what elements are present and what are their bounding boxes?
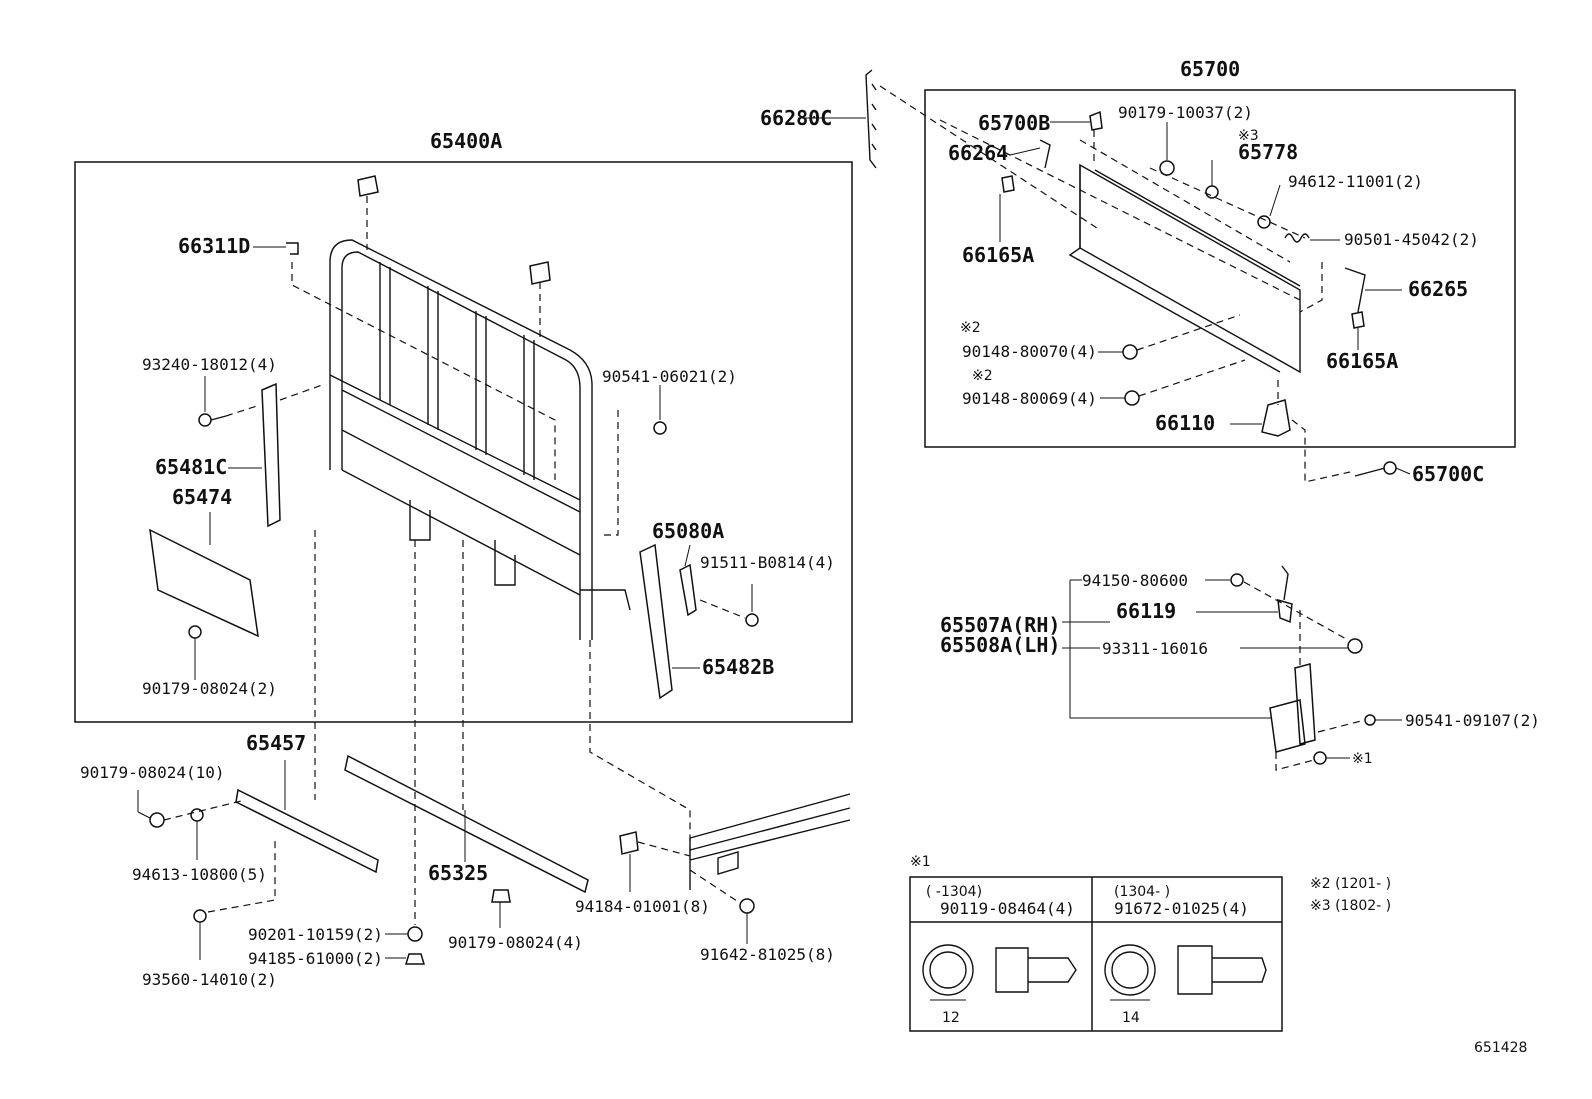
label-65700C: 65700C (1412, 462, 1484, 486)
clip-65700B (1089, 110, 1103, 131)
label-65700: 65700 (1180, 57, 1240, 81)
rail-65457 (235, 788, 379, 874)
header-frame-drawing (291, 175, 631, 640)
label-90179-10037: 90179-10037(2) (1118, 103, 1253, 122)
bolt-93240-18012 (198, 376, 261, 427)
bolt-table (909, 876, 1283, 1032)
label-65481C: 65481C (155, 455, 227, 479)
bracket-65481C (261, 382, 281, 528)
label-90179-08024-10: 90179-08024(10) (80, 763, 225, 782)
washer-94612-11001 (1257, 215, 1271, 229)
table-left-size: 12 (942, 1010, 960, 1026)
label-66264: 66264 (948, 141, 1008, 165)
label-93311-16016: 93311-16016 (1102, 639, 1208, 658)
note-ref-3: ※3 (1238, 128, 1259, 144)
bolt-ref-1 (1313, 751, 1327, 765)
label-66165A-left: 66165A (962, 243, 1034, 267)
chassis-rails (689, 793, 851, 890)
label-66110: 66110 (1155, 411, 1215, 435)
note-ref-2a: ※2 (960, 320, 981, 336)
label-65700B: 65700B (978, 111, 1050, 135)
pin-65700C (1354, 461, 1411, 477)
label-93560-14010: 93560-14010(2) (142, 970, 277, 989)
label-94150-80600: 94150-80600 (1082, 571, 1188, 590)
table-right-part: 91672-01025(4) (1114, 899, 1249, 918)
nut-90179-08024-4 (491, 889, 511, 903)
cushion-94184-01001 (619, 831, 639, 855)
label-66280C: 66280C (760, 106, 832, 130)
label-90148-80070: 90148-80070(4) (962, 342, 1097, 361)
tailgate-drawing (939, 119, 1301, 374)
label-66311D: 66311D (178, 234, 250, 258)
label-65778: 65778 (1238, 140, 1298, 164)
label-65400A: 65400A (430, 129, 502, 153)
nut-90179-10037 (1159, 160, 1175, 176)
note-ref-2b: ※2 (972, 368, 993, 384)
label-90501-45042: 90501-45042(2) (1344, 230, 1479, 249)
label-65482B: 65482B (702, 655, 774, 679)
rod-66265 (1344, 267, 1366, 313)
clip-66311D (286, 242, 299, 255)
label-65325: 65325 (428, 861, 488, 885)
table-left-range: ( -1304) (926, 884, 982, 900)
label-66165A-right: 66165A (1326, 349, 1398, 373)
table-title: ※1 (910, 854, 931, 870)
plate-65474 (149, 528, 259, 638)
note-3-range: ※3 (1802- ) (1310, 898, 1391, 914)
spring-90501-45042 (1284, 233, 1310, 243)
bolt-90179-08024-10 (149, 812, 165, 828)
bolt-93560-14010 (193, 838, 276, 960)
washer-65778 (1205, 185, 1219, 199)
label-66265: 66265 (1408, 277, 1468, 301)
label-65508A: 65508A(LH) (940, 633, 1060, 657)
hook-66119 (1277, 598, 1293, 624)
label-90201-10159: 90201-10159(2) (248, 925, 383, 944)
stopper-66165A-left (1001, 175, 1015, 193)
label-90541-06021: 90541-06021(2) (602, 367, 737, 386)
bolt-90541-06021 (600, 385, 667, 536)
rail-65325 (344, 754, 589, 894)
label-90541-09107: 90541-09107(2) (1405, 711, 1540, 730)
nut-94185-61000 (404, 953, 426, 965)
latch-65080A (679, 563, 697, 617)
label-90179-08024-4: 90179-08024(4) (448, 933, 583, 952)
note-ref-1: ※1 (1352, 751, 1373, 767)
bracket-65482B (639, 543, 673, 700)
hinge-66110 (1261, 399, 1291, 437)
label-90179-08024-2: 90179-08024(2) (142, 679, 277, 698)
label-65457: 65457 (246, 731, 306, 755)
table-right-size: 14 (1122, 1010, 1140, 1026)
chain-66280C (865, 69, 877, 169)
bolt-91511-B0814 (699, 584, 759, 627)
label-94184-01001: 94184-01001(8) (575, 897, 710, 916)
bolt-90148-80069 (1124, 390, 1140, 406)
hook-assembly (1062, 565, 1402, 771)
bolt-90541-09107 (1364, 714, 1376, 726)
stopper-66165A-right (1351, 311, 1365, 329)
note-2-range: ※2 (1201- ) (1310, 876, 1391, 892)
group-box-65700 (924, 89, 1516, 448)
nut-94150-80600 (1230, 573, 1244, 587)
rod-66264 (1039, 139, 1051, 169)
bolt-93311-16016 (1347, 638, 1363, 654)
bolt-90148-80070 (1122, 344, 1138, 360)
label-91642-81025: 91642-81025(8) (700, 945, 835, 964)
label-65080A: 65080A (652, 519, 724, 543)
table-left-part: 90119-08464(4) (940, 899, 1075, 918)
table-right-range: (1304- ) (1114, 884, 1170, 900)
bolt-91642-81025 (689, 869, 755, 944)
bracket-hook (1269, 663, 1316, 753)
label-90148-80069: 90148-80069(4) (962, 389, 1097, 408)
label-91511-B0814: 91511-B0814(4) (700, 553, 835, 572)
label-66119: 66119 (1116, 599, 1176, 623)
label-65507A: 65507A(RH) (940, 613, 1060, 637)
label-93240-18012: 93240-18012(4) (142, 355, 277, 374)
label-94185-61000: 94185-61000(2) (248, 949, 383, 968)
label-94612-11001: 94612-11001(2) (1288, 172, 1423, 191)
label-65474: 65474 (172, 485, 232, 509)
washer-90201-10159 (407, 926, 423, 942)
label-94613-10800: 94613-10800(5) (132, 865, 267, 884)
diagram-id: 651428 (1474, 1040, 1527, 1056)
